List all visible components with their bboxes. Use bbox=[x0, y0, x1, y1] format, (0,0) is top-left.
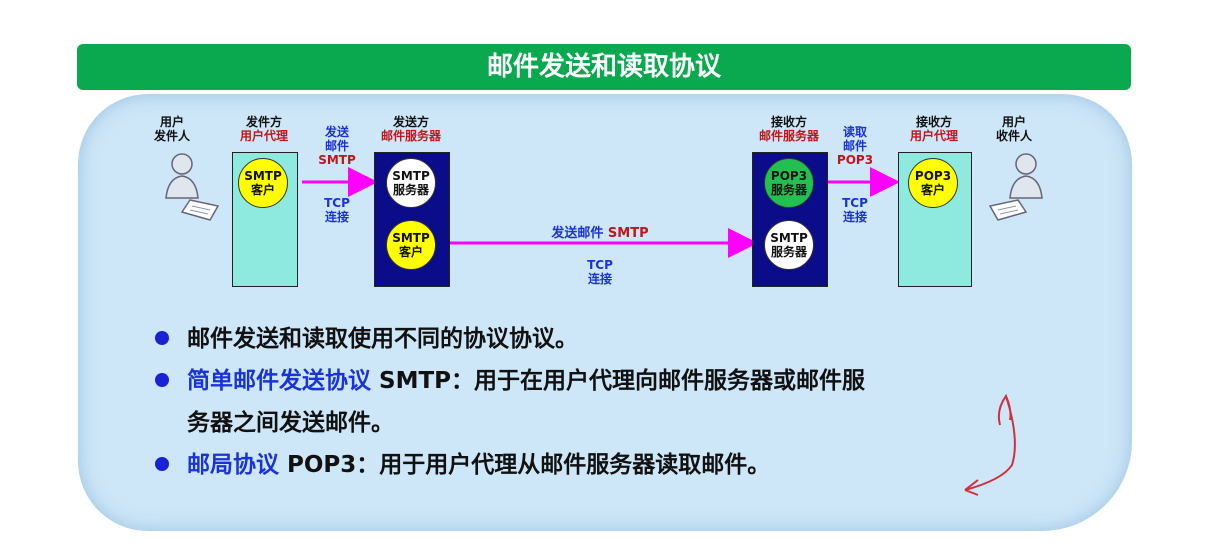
sender-server-label: 发送方邮件服务器 bbox=[380, 115, 441, 143]
bullet-list: 邮件发送和读取使用不同的协议协议。 简单邮件发送协议 SMTP：用于在用户代理向… bbox=[155, 318, 865, 486]
bullet-dot-icon bbox=[155, 373, 169, 387]
receiver-server-label: 接收方邮件服务器 bbox=[758, 115, 819, 143]
sender-user-label: 用户发件人 bbox=[153, 115, 190, 143]
bullet-dot-icon bbox=[155, 331, 169, 345]
user-receiver-icon bbox=[988, 153, 1043, 221]
bullet-dot-icon bbox=[155, 457, 169, 471]
receiver-agent-label: 接收方用户代理 bbox=[909, 115, 958, 143]
receiver-user-label: 用户收件人 bbox=[995, 115, 1032, 143]
read-mail-label: 读取 邮件 POP3 bbox=[836, 125, 874, 167]
user-sender-icon bbox=[165, 153, 220, 221]
sender-agent-label: 发件方用户代理 bbox=[239, 115, 288, 143]
bullet-item: 邮件发送和读取使用不同的协议协议。 bbox=[155, 318, 865, 360]
bullet-item: 简单邮件发送协议 SMTP：用于在用户代理向邮件服务器或邮件服 bbox=[155, 360, 865, 402]
send-mail-label: 发送 邮件 SMTP bbox=[318, 125, 356, 167]
title-bar: 邮件发送和读取协议 bbox=[77, 44, 1131, 90]
relay-label: 发送邮件 SMTP bbox=[551, 226, 649, 241]
handwritten-annotation bbox=[964, 393, 1016, 496]
bullet-item-continuation: 务器之间发送邮件。 bbox=[187, 410, 394, 436]
bullet-item: 邮局协议 POP3：用于用户代理从邮件服务器读取邮件。 bbox=[155, 444, 865, 486]
